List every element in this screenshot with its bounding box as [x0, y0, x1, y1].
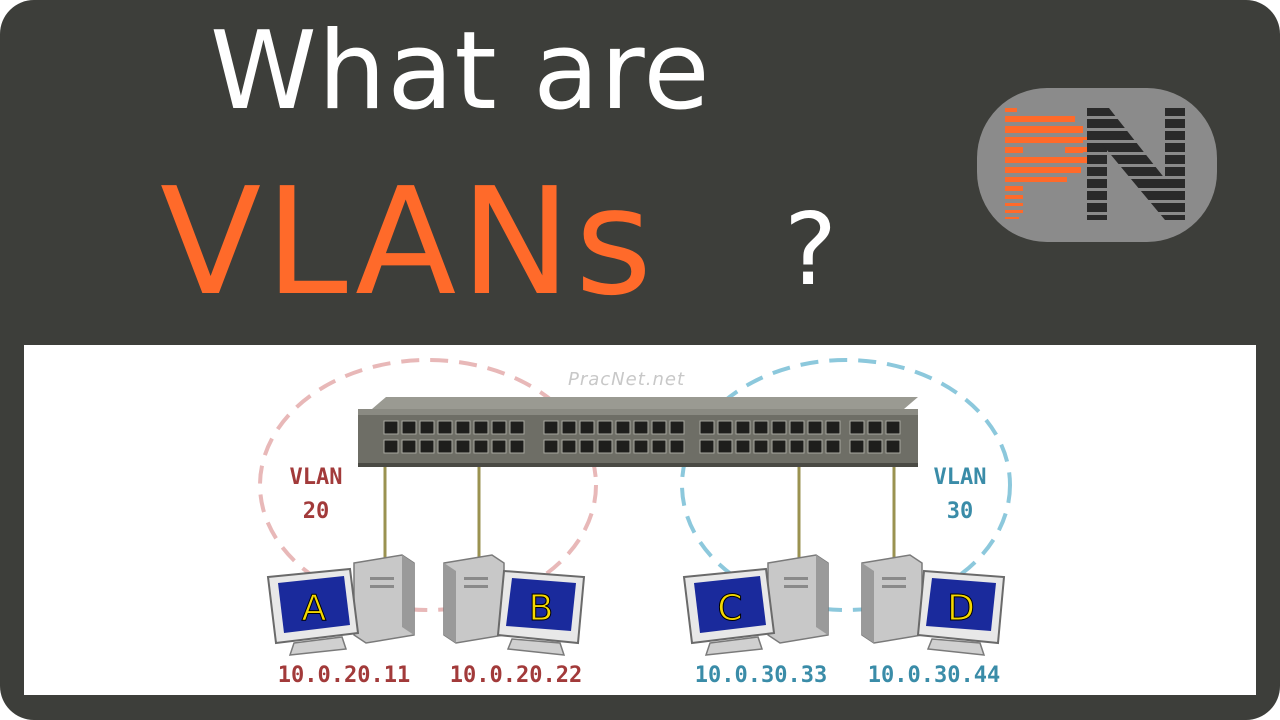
computer-c: C 10.0.30.33: [682, 554, 829, 688]
computer-b: B 10.0.20.22: [443, 554, 586, 688]
switch-port: [561, 439, 577, 454]
switch-port: [455, 439, 471, 454]
tower-b: [443, 554, 505, 644]
switch-port: [383, 420, 399, 435]
ip-address-c: 10.0.30.33: [695, 663, 827, 688]
switch-port: [789, 420, 805, 435]
tower-d: [861, 554, 923, 644]
switch-port: [383, 439, 399, 454]
switch-port: [789, 439, 805, 454]
switch-port: [771, 420, 787, 435]
switch-port: [491, 439, 507, 454]
switch-port: [473, 439, 489, 454]
switch-port: [735, 420, 751, 435]
title-line-2: VLANs: [160, 156, 657, 328]
diagram-panel: PracNet.net VLAN 20 VLAN 30: [24, 345, 1256, 695]
network-switch: [358, 397, 918, 467]
switch-port: [717, 439, 733, 454]
screen-letter-c: C: [717, 588, 742, 629]
vlan-20-id: 20: [303, 499, 330, 524]
watermark: PracNet.net: [568, 369, 685, 390]
computer-a: A 10.0.20.11: [266, 554, 415, 688]
switch-port: [543, 420, 559, 435]
switch-port: [753, 420, 769, 435]
switch-port: [419, 420, 435, 435]
logo-letter-n: [1083, 108, 1191, 220]
switch-port: [419, 439, 435, 454]
ip-address-a: 10.0.20.11: [278, 663, 410, 688]
monitor-b: B: [496, 569, 586, 656]
switch-port: [473, 420, 489, 435]
ip-address-b: 10.0.20.22: [450, 663, 582, 688]
switch-port: [509, 439, 525, 454]
switch-port: [885, 439, 901, 454]
switch-port: [717, 420, 733, 435]
screen-letter-b: B: [529, 588, 554, 629]
switch-port: [699, 439, 715, 454]
switch-port: [669, 439, 685, 454]
vlan-30-id: 30: [947, 499, 974, 524]
switch-ports: [383, 420, 901, 454]
screen-letter-d: D: [947, 588, 975, 629]
switch-port: [437, 420, 453, 435]
switch-port: [615, 420, 631, 435]
switch-port: [579, 439, 595, 454]
switch-port: [825, 420, 841, 435]
switch-port: [867, 439, 883, 454]
switch-port: [669, 420, 685, 435]
switch-port: [867, 420, 883, 435]
ip-address-d: 10.0.30.44: [868, 663, 1000, 688]
switch-port: [437, 439, 453, 454]
switch-port: [825, 439, 841, 454]
monitor-a: A: [266, 567, 360, 656]
switch-port: [651, 420, 667, 435]
tower-a: [353, 554, 415, 644]
switch-port: [509, 420, 525, 435]
switch-port: [491, 420, 507, 435]
switch-port: [735, 439, 751, 454]
switch-port: [579, 420, 595, 435]
switch-port: [885, 420, 901, 435]
vlan-30-label: VLAN: [934, 465, 987, 490]
switch-port: [543, 439, 559, 454]
switch-port: [771, 439, 787, 454]
switch-port: [597, 420, 613, 435]
switch-port: [455, 420, 471, 435]
screen-letter-a: A: [302, 588, 327, 629]
cables: [383, 463, 896, 565]
switch-port: [807, 420, 823, 435]
switch-port: [753, 439, 769, 454]
pracnet-logo: [975, 86, 1219, 244]
monitor-c: C: [682, 567, 776, 656]
title-line-1: What are: [210, 9, 711, 134]
switch-port: [615, 439, 631, 454]
computer-d: D 10.0.30.44: [861, 554, 1006, 688]
vlan-20-ring: [258, 358, 598, 612]
switch-port: [633, 439, 649, 454]
vlan-30-ring: [680, 358, 1012, 612]
switch-port: [849, 420, 865, 435]
title-question-mark: ?: [784, 191, 838, 308]
switch-port: [401, 439, 417, 454]
logo-letter-p: [1005, 108, 1087, 219]
tower-c: [767, 554, 829, 644]
vlan-20-label: VLAN: [290, 465, 343, 490]
switch-port: [699, 420, 715, 435]
switch-port: [633, 420, 649, 435]
monitor-d: D: [916, 569, 1006, 656]
switch-port: [849, 439, 865, 454]
switch-port: [561, 420, 577, 435]
switch-port: [401, 420, 417, 435]
switch-port: [597, 439, 613, 454]
switch-port: [807, 439, 823, 454]
switch-port: [651, 439, 667, 454]
